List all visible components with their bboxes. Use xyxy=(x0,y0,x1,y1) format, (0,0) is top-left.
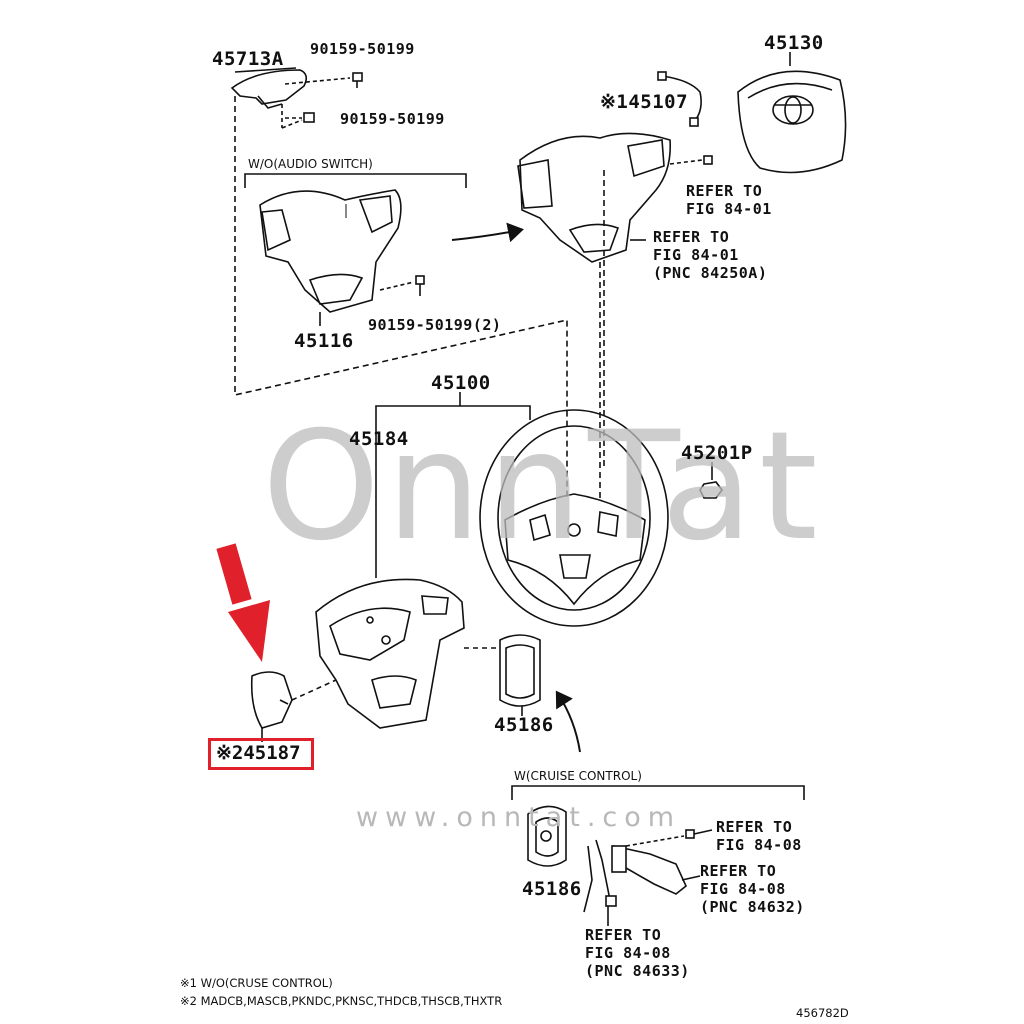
nut-45201p-part xyxy=(699,481,723,499)
refer-label-5a: REFER TO xyxy=(585,926,662,944)
cruise-switch-part xyxy=(583,839,687,913)
cover-45187-part xyxy=(250,671,293,729)
refer-label-2b: FIG 84-01 xyxy=(653,246,739,264)
bolt-icon xyxy=(685,829,695,839)
garnish-with-switch-part xyxy=(517,132,672,263)
diagram-code: 456782D xyxy=(796,1006,849,1020)
bolt-icon xyxy=(303,112,315,123)
bolt-label-2: 90159-50199 xyxy=(340,110,445,128)
bolt-label-3: 90159-50199(2) xyxy=(368,316,502,334)
footnote-2: ※2 MADCB,MASCB,PKNDC,PKNSC,THDCB,THSCB,T… xyxy=(180,994,503,1008)
garnish-45184-part xyxy=(315,578,465,729)
wo-audio-switch-label: W/O(AUDIO SWITCH) xyxy=(248,157,373,171)
red-arrow-indicator xyxy=(216,543,270,662)
refer-label-3a: REFER TO xyxy=(716,818,793,836)
wire-45107-part xyxy=(657,71,702,127)
part-label-45186-a: 45186 xyxy=(494,714,554,736)
part-label-45107: ※145107 xyxy=(600,91,689,113)
refer-label-4a: REFER TO xyxy=(700,862,777,880)
part-label-45116: 45116 xyxy=(294,330,354,352)
refer-label-5b: FIG 84-08 xyxy=(585,944,671,962)
part-label-45184: 45184 xyxy=(349,428,409,450)
steering-wheel-45100-part xyxy=(479,409,669,627)
refer-label-1a: REFER TO xyxy=(686,182,763,200)
part-label-45201p: 45201P xyxy=(681,442,753,464)
refer-label-5c: (PNC 84633) xyxy=(585,962,690,980)
part-label-45186-b: 45186 xyxy=(522,878,582,900)
garnish-45116-part xyxy=(259,189,402,313)
footnote-1: ※1 W/O(CRUSE CONTROL) xyxy=(180,976,333,990)
cover-45186-cruise-part xyxy=(527,805,567,867)
refer-label-4c: (PNC 84632) xyxy=(700,898,805,916)
part-label-45187: ※245187 xyxy=(216,742,301,764)
cover-45186-part xyxy=(499,634,541,707)
airbag-45130-part xyxy=(737,70,847,174)
bolt-icon xyxy=(703,155,713,165)
refer-label-1b: FIG 84-01 xyxy=(686,200,772,218)
cover-45713a-part xyxy=(230,67,308,109)
refer-label-3b: FIG 84-08 xyxy=(716,836,802,854)
bolt-icon xyxy=(352,72,363,88)
refer-label-2a: REFER TO xyxy=(653,228,730,246)
bolt-label-1: 90159-50199 xyxy=(310,40,415,58)
bolt-icon xyxy=(415,275,425,296)
part-label-45713a: 45713A xyxy=(212,48,284,70)
refer-label-4b: FIG 84-08 xyxy=(700,880,786,898)
part-label-45130: 45130 xyxy=(764,32,824,54)
highlight-box xyxy=(208,738,314,770)
watermark-main: OnnTat xyxy=(262,400,824,574)
part-label-45100: 45100 xyxy=(431,372,491,394)
refer-label-2c: (PNC 84250A) xyxy=(653,264,768,282)
watermark-url: www.onntat.com xyxy=(356,802,682,833)
w-cruise-control-label: W(CRUISE CONTROL) xyxy=(514,769,642,783)
